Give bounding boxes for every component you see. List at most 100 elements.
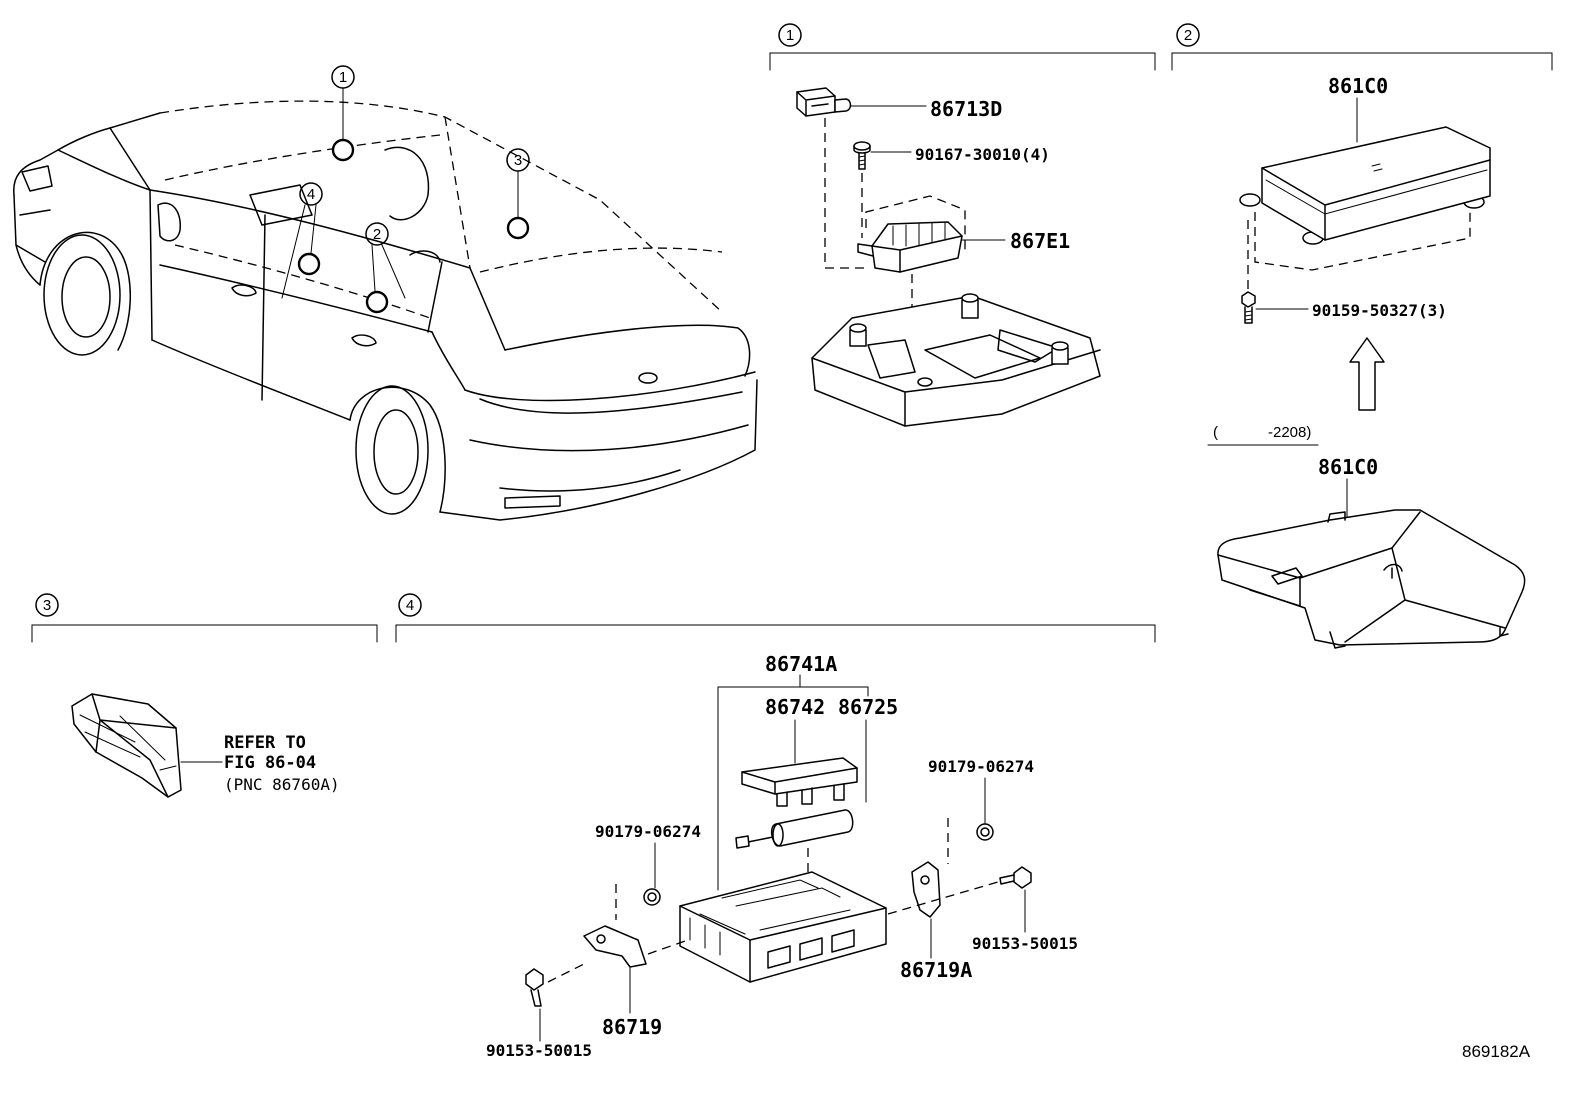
- car-marker-2: [365, 290, 389, 314]
- control-unit-port: [767, 929, 855, 969]
- car-interior-line: [174, 244, 431, 319]
- car-overview-drawing: [13, 87, 758, 521]
- callout-circle: [331, 65, 355, 89]
- section-4: 4 86741A 86742 86725 90179-06274: [395, 593, 1156, 1060]
- pnc-reference-text: (PNC 86760A): [224, 775, 340, 794]
- referenced-part-drawing: [71, 693, 182, 798]
- car-rear-tire: [355, 385, 429, 515]
- car-rear-bumper-detail: [499, 469, 681, 509]
- car-rear-quarter: [431, 331, 466, 391]
- module-tab: [857, 243, 874, 257]
- bolt-shaft: [999, 874, 1015, 885]
- car-belt-line: [159, 264, 433, 333]
- callout-number: 2: [373, 226, 381, 243]
- callout-number: 3: [514, 152, 522, 169]
- ecu-rim: [1265, 169, 1488, 215]
- car-callout-2: 2: [365, 222, 389, 246]
- part-label-86725: 86725: [838, 695, 898, 719]
- bracket-body: [911, 861, 941, 918]
- car-rear-emblem: [638, 372, 658, 384]
- part-label-86719A: 86719A: [900, 958, 972, 982]
- bolt-shaft: [530, 989, 542, 1007]
- callout-number: 1: [339, 69, 347, 86]
- module-body: [871, 221, 963, 273]
- cover-plate-tabs: [776, 783, 845, 807]
- section-number: 2: [1184, 27, 1192, 44]
- connector-body: [796, 87, 836, 117]
- part-90167-drawing: [853, 141, 871, 170]
- part-86742-cover-drawing: [741, 757, 858, 807]
- part-86719-bracket-drawing: [583, 925, 647, 968]
- car-callout-3: 3: [506, 148, 530, 172]
- car-callout-4: 4: [299, 182, 323, 206]
- car-mirror: [157, 202, 181, 242]
- part-label-90153-right: 90153-50015: [972, 934, 1078, 953]
- part-label-861C0-top: 861C0: [1328, 74, 1388, 98]
- car-leader-4: [281, 204, 317, 299]
- car-leader-2: [371, 244, 406, 299]
- assembly-bracket-86741A: [717, 674, 869, 891]
- car-front-face: [13, 194, 41, 286]
- part-label-861C0-bottom: 861C0: [1318, 455, 1378, 479]
- console-recess-center: [924, 334, 1041, 379]
- figure-reference-text: FIG 86-04: [224, 753, 316, 773]
- car-b-pillar: [261, 214, 266, 401]
- car-hood-line: [13, 112, 161, 196]
- console-hole: [917, 377, 933, 387]
- date-range-label: ( -2208): [1213, 424, 1311, 441]
- car-marker-1: [331, 138, 355, 162]
- bracket-hole: [596, 934, 606, 944]
- overhead-console-drawing: [811, 293, 1101, 427]
- car-c-pillar: [427, 261, 443, 333]
- battery-wire: [747, 836, 774, 843]
- section-number-circle: [398, 593, 422, 617]
- cover-plate: [741, 757, 858, 795]
- console-boss-center-top: [961, 293, 979, 303]
- car-rear-door-handle: [351, 334, 377, 347]
- module-ribs: [892, 222, 946, 247]
- bolt-right-drawing: [999, 866, 1032, 889]
- section-number: 1: [786, 27, 794, 44]
- wedge-detail: [79, 714, 177, 771]
- console-rim: [811, 349, 1101, 427]
- bracket-body: [583, 925, 647, 968]
- ecu-mark: [1371, 163, 1383, 172]
- car-tail-light-upper: [464, 371, 756, 402]
- console-recess-left: [867, 339, 916, 379]
- car-front-rim: [61, 256, 111, 338]
- part-86713D-drawing: [796, 87, 852, 117]
- tray-lower-detail: [1249, 589, 1346, 649]
- ecu-mount-ear: [1239, 193, 1261, 207]
- console-boss-left-top: [849, 323, 867, 333]
- bolt-head: [1013, 866, 1032, 889]
- car-front-bumper: [15, 209, 51, 263]
- battery-body: [770, 809, 854, 847]
- section-1: 1 86713D 90167-30010(4) 867E1: [769, 23, 1156, 427]
- car-trunk-edge: [469, 267, 506, 351]
- bracket-hole: [920, 875, 930, 885]
- control-unit-edge: [679, 905, 887, 983]
- part-label-867E1: 867E1: [1010, 229, 1070, 253]
- car-front-tire: [43, 234, 121, 356]
- car-roof-outline: [159, 100, 723, 313]
- car-marker-4: [297, 252, 321, 276]
- section-bracket: [395, 624, 1156, 643]
- callout-circle: [299, 182, 323, 206]
- battery-end: [772, 823, 784, 847]
- car-interior-panel: [249, 184, 313, 226]
- part-label-90179-left: 90179-06274: [595, 822, 701, 841]
- car-rear-wheel-arch: [349, 386, 446, 513]
- section-number: 3: [43, 597, 51, 614]
- part-label-86741A: 86741A: [765, 652, 837, 676]
- wireless-charge-icon: [1383, 563, 1403, 579]
- car-interior-seat: [384, 146, 430, 221]
- part-label-90153-left: 90153-50015: [486, 1041, 592, 1060]
- refer-to-text: REFER TO: [224, 733, 306, 753]
- connector-tip: [834, 98, 852, 113]
- tray-body: [1217, 509, 1526, 646]
- part-90159-drawing: [1241, 291, 1256, 324]
- figure-code: 869182A: [1462, 1042, 1531, 1061]
- car-roof-rail: [149, 189, 471, 269]
- bolt-thread: [1244, 310, 1253, 321]
